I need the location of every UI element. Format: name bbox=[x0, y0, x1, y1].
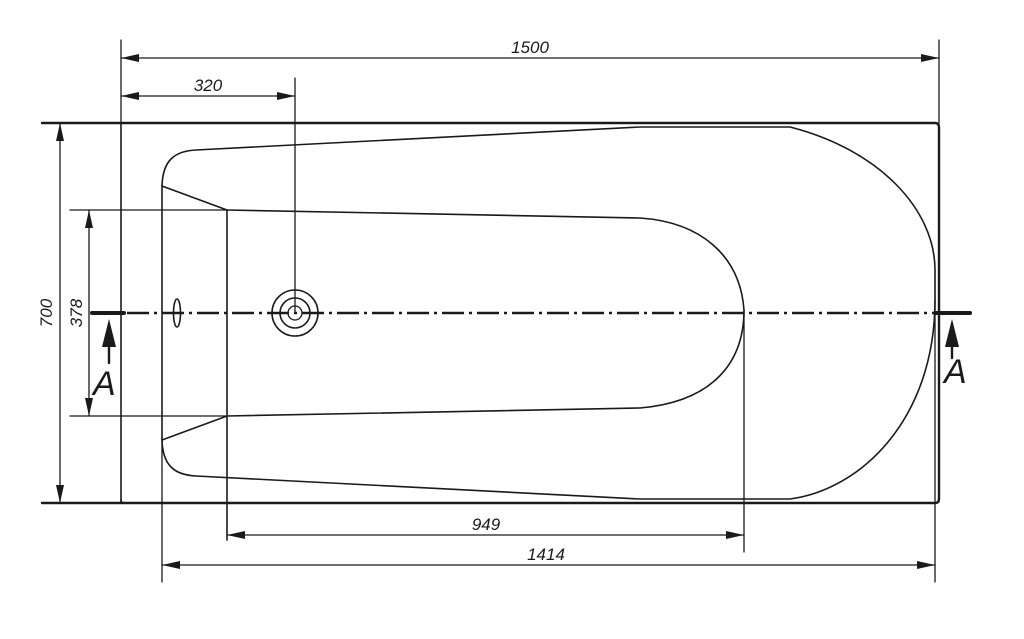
dim-drain-offset-label: 320 bbox=[194, 76, 223, 95]
section-left-label: A bbox=[91, 365, 116, 403]
dim-inner-length-label: 949 bbox=[472, 515, 501, 534]
dim-inner-length-arrow-right bbox=[726, 531, 744, 539]
dim-basin-length-arrow-left bbox=[162, 561, 180, 569]
backrest-bottom-slope bbox=[161, 415, 228, 441]
backrest-top-slope bbox=[161, 185, 228, 211]
dim-inner-length-arrow-left bbox=[227, 531, 245, 539]
section-right-arrowhead bbox=[945, 319, 959, 347]
dim-inner-width-label: 378 bbox=[67, 298, 86, 327]
section-left-arrowhead bbox=[102, 319, 116, 347]
dim-overall-length-label: 1500 bbox=[511, 38, 549, 57]
dim-overall-width-label: 700 bbox=[37, 298, 56, 327]
dim-basin-length-arrow-right bbox=[917, 561, 935, 569]
dim-basin-length-label: 1414 bbox=[527, 545, 565, 564]
dim-drain-offset-arrow-left bbox=[121, 92, 139, 100]
dim-drain-offset-arrow-right bbox=[277, 92, 295, 100]
dim-inner-width-arrow-bottom bbox=[85, 398, 93, 416]
tub-left-rounded-corner bbox=[120, 499, 126, 504]
dim-overall-length-arrow-right bbox=[921, 54, 939, 62]
dim-overall-width-arrow-top bbox=[56, 123, 64, 141]
section-right-label: A bbox=[942, 353, 967, 391]
dim-overall-length-arrow-left bbox=[121, 54, 139, 62]
dim-inner-width-arrow-top bbox=[85, 210, 93, 228]
dim-overall-width-arrow-bottom bbox=[56, 485, 64, 503]
